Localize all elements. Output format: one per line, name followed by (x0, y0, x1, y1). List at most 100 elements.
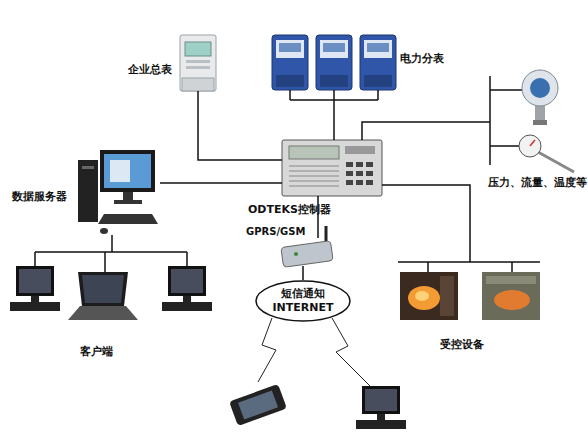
sub-meter-icon (272, 35, 396, 90)
controller-icon (289, 186, 339, 187)
mobile-phone-icon (229, 384, 287, 426)
gprs-modem-icon (281, 241, 333, 268)
equipment-photo (400, 272, 458, 320)
sub-meter-icon (276, 75, 304, 87)
main-meter-icon (180, 35, 216, 91)
sensor-group: 压力、流量、温度等 (490, 66, 580, 170)
connection-line (111, 235, 113, 252)
controller-icon (289, 146, 339, 159)
main-meter-icon (186, 60, 210, 63)
server-computer-icon (110, 160, 130, 182)
controller-icon (356, 162, 363, 167)
equipment-photo (482, 272, 540, 320)
controller-icon (282, 140, 382, 196)
equipment-photo (408, 286, 440, 310)
node-label: 电力分表 (400, 52, 444, 66)
controller-icon (366, 180, 373, 185)
client-computer-icon (16, 266, 54, 296)
controller-icon (346, 162, 353, 167)
controller-icon (356, 180, 363, 185)
meter-bus-wire (290, 90, 378, 100)
wireless-link (258, 318, 372, 388)
server-computer-icon (78, 160, 98, 222)
controller-icon (346, 171, 353, 176)
sub-meter-icon (323, 43, 345, 52)
connection-line (160, 182, 282, 184)
server-computer-icon (82, 166, 94, 169)
client-computer-icon (19, 269, 51, 293)
controller-icon (366, 171, 373, 176)
controller-icon (356, 171, 363, 176)
meter-bus-wire (377, 90, 379, 100)
node-label: 数据服务器 (12, 190, 67, 204)
client-bus-wire (35, 252, 187, 272)
thermometer-icon (530, 140, 535, 146)
main-meter: 企业总表 (180, 35, 216, 91)
connection-line (317, 196, 319, 238)
sub-meter-icon (367, 43, 389, 52)
remote-computer-icon (362, 386, 400, 414)
remote-computer-icon (356, 386, 406, 429)
client-computer-icon (68, 306, 138, 320)
controller-icon (289, 181, 339, 182)
wireless-link (258, 318, 276, 382)
equipment-photo (494, 290, 530, 310)
node-label: 压力、流量、温度等 (488, 176, 587, 190)
controller-icon (346, 180, 353, 185)
wireless-link (332, 318, 372, 388)
sensor-bus-wire (490, 76, 522, 165)
sensor-bus-wire (490, 145, 519, 147)
sub-meter-icon (279, 43, 301, 52)
connection-line (333, 90, 335, 140)
client-computer-icon (78, 272, 128, 306)
sub-meter-icon (276, 40, 304, 58)
client-bus-wire (186, 252, 188, 266)
sub-meter-icon (360, 35, 396, 90)
sub-meter-icon (272, 35, 308, 90)
equipment-photo (415, 291, 429, 301)
sub-meter-icon (364, 75, 392, 87)
node-label: 客户端 (80, 345, 113, 359)
gprs-modem: GPRS/GSM (282, 238, 332, 266)
equipment-group: 受控设备 (398, 262, 543, 322)
data-server: 数据服务器 (78, 150, 160, 235)
sub-meter-icon (320, 40, 348, 58)
client-bus-wire (104, 252, 106, 272)
client-computer-icon (10, 302, 60, 311)
client-computer-icon (171, 269, 203, 293)
client-group: 客户端 (10, 252, 212, 322)
node-label: ODTEKS控制器 (248, 203, 331, 217)
connection-line (302, 266, 304, 280)
connection-line (382, 185, 470, 262)
equipment-bus-wire (511, 262, 513, 272)
client-computer-icon (10, 266, 212, 320)
sub-meter-icon (320, 75, 348, 87)
equipment-bus-wire (398, 262, 540, 272)
mobile-phone-icon (229, 384, 287, 426)
server-computer-icon (123, 192, 133, 201)
pressure-transmitter-icon (533, 120, 547, 125)
sub-meter-icon (316, 35, 352, 90)
client-computer-icon (82, 275, 124, 303)
thermometer-icon (519, 135, 541, 157)
controller: ODTEKS控制器 (282, 140, 382, 196)
main-meter-icon (182, 78, 214, 91)
mobile-phone-icon (238, 390, 278, 419)
server-computer-icon (114, 200, 142, 204)
equipment-photo (440, 276, 454, 316)
client-computer-icon (183, 296, 191, 302)
connection-line (362, 122, 490, 140)
main-meter-icon (185, 42, 211, 56)
network-ellipse: 短信通知 INTERNET (255, 280, 351, 322)
main-meter-icon (186, 66, 210, 69)
controller-icon (345, 146, 375, 154)
client-computer-icon (168, 266, 206, 296)
node-label: GPRS/GSM (246, 225, 305, 239)
server-computer-icon (100, 228, 108, 234)
controller-icon (282, 140, 382, 196)
sub-meter-group: 电力分表 (272, 35, 396, 90)
thermometer-icon (519, 135, 574, 172)
